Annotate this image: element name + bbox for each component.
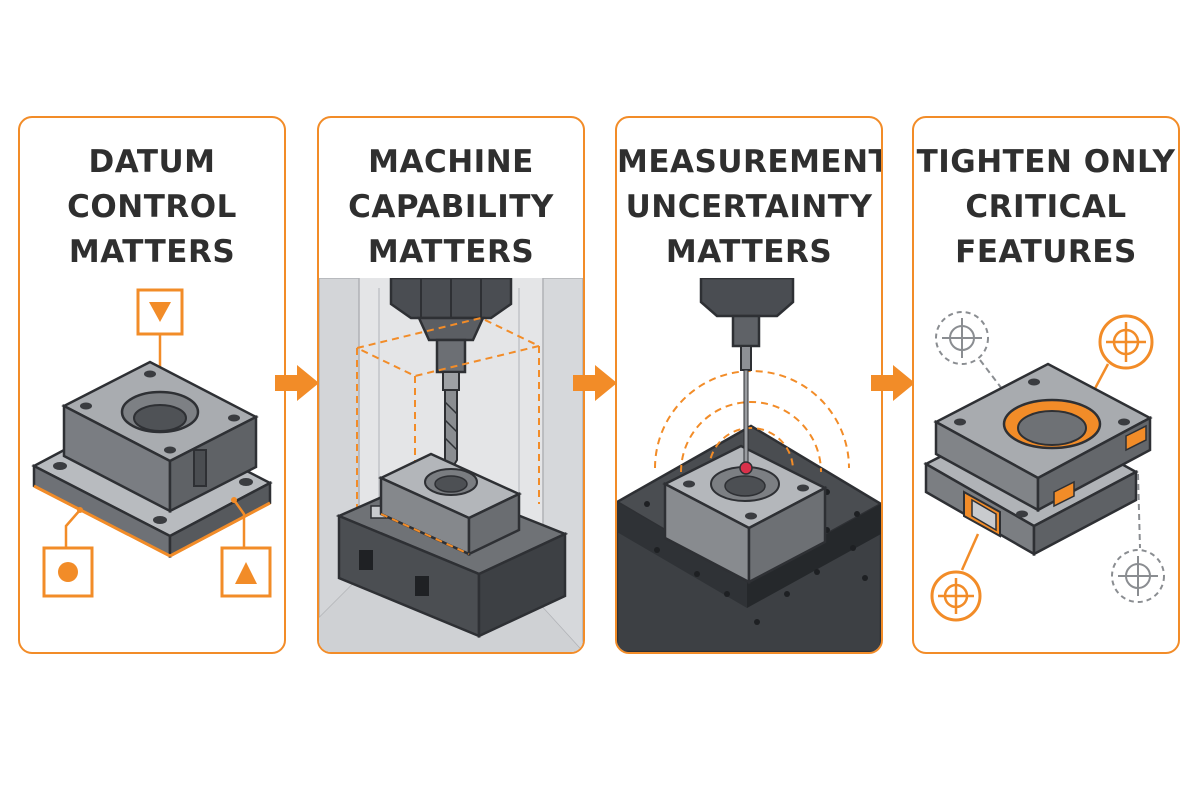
- panel-machine-capability: MACHINE CAPABILITY MATTERS: [317, 116, 585, 654]
- crosshair-icon: [930, 570, 982, 622]
- title-line-3: MATTERS: [367, 234, 535, 270]
- title-line-2: CONTROL: [67, 189, 237, 225]
- title-line-3: FEATURES: [955, 234, 1137, 270]
- title-line-2: CRITICAL: [965, 189, 1127, 225]
- panel-title: MEASUREMENT UNCERTAINTY MATTERS: [617, 140, 881, 275]
- probe-head: [699, 278, 795, 318]
- title-line-1: DATUM: [88, 144, 216, 180]
- title-line-1: MACHINE: [368, 144, 534, 180]
- panel-measurement-uncertainty: MEASUREMENT UNCERTAINTY MATTERS: [615, 116, 883, 654]
- datum-part-illustration: [31, 288, 273, 598]
- datum-circle-icon: [58, 562, 78, 582]
- title-line-3: MATTERS: [665, 234, 833, 270]
- title-line-1: MEASUREMENT: [617, 144, 883, 180]
- title-line-2: UNCERTAINTY: [625, 189, 873, 225]
- probe-tip-icon: [739, 461, 753, 475]
- critical-features-illustration: [923, 311, 1165, 622]
- arrow-right-icon: [573, 365, 617, 401]
- machining-illustration: [319, 278, 583, 652]
- crosshair-icon: [1098, 314, 1154, 370]
- datum-triangle-up-icon: [235, 562, 257, 584]
- cmm-probe-illustration: [617, 278, 881, 652]
- title-line-1: TIGHTEN ONLY: [916, 144, 1176, 180]
- datum-triangle-down-icon: [149, 302, 171, 322]
- panel-datum-control: DATUM CONTROL MATTERS: [18, 116, 286, 654]
- crosshair-icon: [1111, 549, 1165, 603]
- panel-title: DATUM CONTROL MATTERS: [20, 140, 284, 275]
- panel-title: TIGHTEN ONLY CRITICAL FEATURES: [914, 140, 1178, 275]
- panel-title: MACHINE CAPABILITY MATTERS: [319, 140, 583, 275]
- arrow-right-icon: [871, 365, 915, 401]
- arrow-right-icon: [275, 365, 319, 401]
- crosshair-icon: [935, 311, 989, 365]
- work-envelope: [354, 316, 542, 378]
- title-line-3: MATTERS: [68, 234, 236, 270]
- title-line-2: CAPABILITY: [348, 189, 554, 225]
- panel-tighten-critical-features: TIGHTEN ONLY CRITICAL FEATURES: [912, 116, 1180, 654]
